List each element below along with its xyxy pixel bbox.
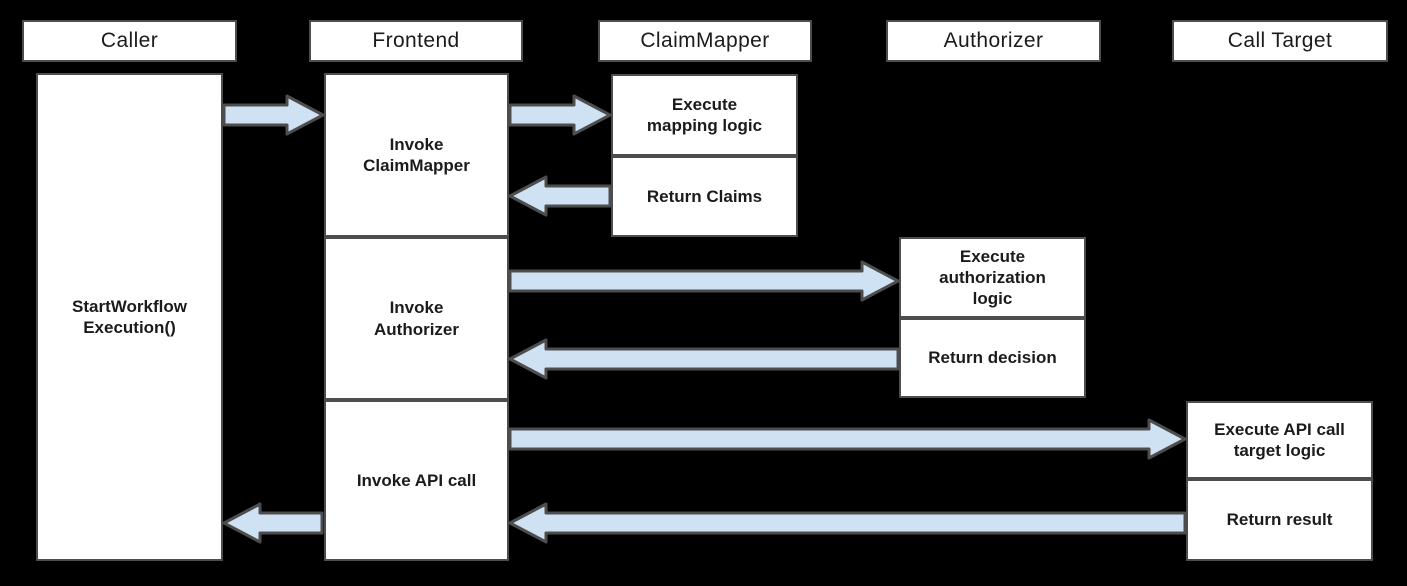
box-execute-mapping-logic: Execute mapping logic: [611, 74, 798, 156]
lane-header-caller: Caller: [22, 20, 237, 62]
arrow-claimmapper-to-frontend: [508, 175, 612, 217]
arrow-frontend-to-authorizer: [508, 260, 900, 302]
box-return-result: Return result: [1186, 479, 1373, 561]
lane-header-claimmapper: ClaimMapper: [598, 20, 812, 62]
arrow-frontend-to-claimmapper: [508, 94, 612, 136]
arrow-calltarget-to-frontend: [508, 502, 1187, 544]
lane-header-frontend: Frontend: [309, 20, 523, 62]
lane-header-authorizer: Authorizer: [886, 20, 1101, 62]
box-return-claims: Return Claims: [611, 156, 798, 237]
box-invoke-authorizer: Invoke Authorizer: [324, 237, 509, 400]
arrow-frontend-to-calltarget: [508, 418, 1187, 460]
box-invoke-claimmapper: Invoke ClaimMapper: [324, 73, 509, 237]
box-invoke-api-call: Invoke API call: [324, 400, 509, 561]
box-startworkflowexecution: StartWorkflow Execution(): [36, 73, 223, 561]
box-execute-api-call-target-logic: Execute API call target logic: [1186, 401, 1373, 479]
arrow-frontend-to-caller: [222, 502, 324, 544]
lane-header-calltarget: Call Target: [1172, 20, 1388, 62]
arrow-caller-to-frontend: [222, 94, 325, 136]
box-return-decision: Return decision: [899, 318, 1086, 398]
arrow-authorizer-to-frontend: [508, 338, 900, 380]
box-execute-authorization-logic: Execute authorization logic: [899, 237, 1086, 318]
